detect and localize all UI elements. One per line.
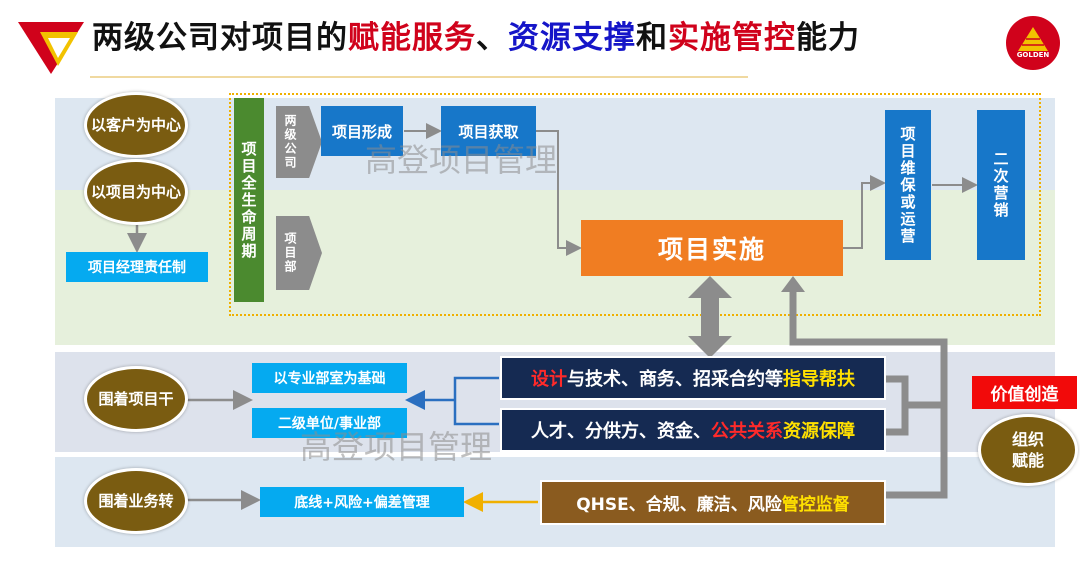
lifecycle-dotted-frame — [229, 93, 1041, 316]
support-guidance-box: 设计与技术、商务、招采合约等指导帮扶 — [500, 356, 886, 400]
circle-project-centric: 以项目为中心 — [84, 159, 188, 225]
stage-implementation: 项目实施 — [581, 220, 843, 276]
circle-customer-centric: 以客户为中心 — [84, 92, 188, 158]
page-title: 两级公司对项目的赋能服务、资源支撑和实施管控能力 — [92, 20, 860, 56]
control-supervision-highlight: 管控监督 — [781, 495, 850, 515]
pyramid-icon — [1018, 27, 1048, 51]
watermark-top: 高登项目管理 — [365, 141, 558, 179]
support-resource-text: 人才、分供方、资金、 — [531, 421, 711, 442]
stage-secondary-marketing: 二次营销 — [977, 110, 1025, 260]
control-supervision-text: QHSE、合规、廉洁、风险 — [576, 495, 782, 515]
lifecycle-bar: 项目全生命周期 — [234, 98, 264, 302]
support-resource-box: 人才、分供方、资金、公共关系资源保障 — [500, 408, 886, 452]
stage-maintenance: 项目维保或运营 — [885, 110, 931, 260]
dept-base-box: 以专业部室为基础 — [252, 363, 407, 393]
chevron-project-dept-label: 项目部 — [283, 232, 297, 274]
golden-logo: GOLDEN — [1006, 16, 1060, 70]
stage-acquisition: 项目获取 — [441, 106, 536, 156]
logo-text: GOLDEN — [1016, 51, 1050, 59]
value-creation-badge: 价值创造 — [972, 376, 1077, 409]
watermark-bottom: 高登项目管理 — [300, 428, 493, 466]
circle-org-empower: 组织赋能 — [978, 414, 1078, 486]
circle-around-project: 围着项目干 — [84, 366, 188, 432]
title-underline — [90, 76, 748, 78]
support-resource-public: 公共关系 — [711, 421, 783, 442]
support-guidance-text: 与技术、商务、招采合约等 — [567, 369, 783, 390]
stage-formation: 项目形成 — [321, 106, 403, 156]
chevron-two-level-label: 两级公司 — [283, 114, 297, 170]
circle-around-business: 围着业务转 — [84, 468, 188, 534]
support-resource-highlight: 资源保障 — [783, 421, 855, 442]
support-guidance-design: 设计 — [531, 369, 567, 390]
pm-responsibility-box: 项目经理责任制 — [66, 252, 208, 282]
secondary-unit-box: 二级单位/事业部 — [252, 408, 407, 438]
risk-management-box: 底线+风险+偏差管理 — [260, 487, 464, 517]
corner-logo-icon — [18, 22, 84, 74]
control-supervision-box: QHSE、合规、廉洁、风险管控监督 — [540, 480, 886, 525]
support-guidance-highlight: 指导帮扶 — [783, 369, 855, 390]
